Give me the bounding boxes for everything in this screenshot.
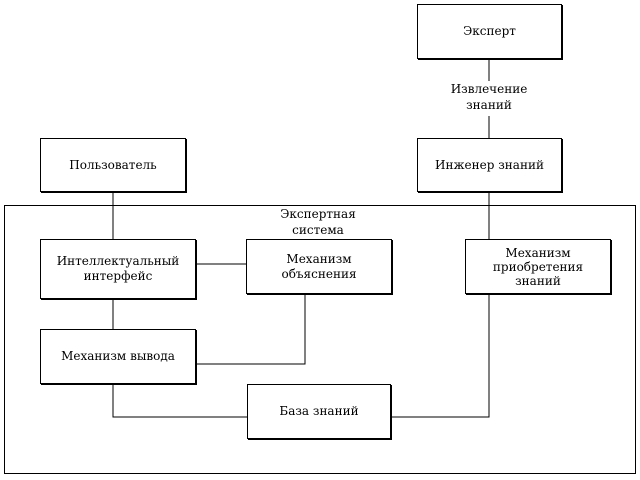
user-label: Пользователь [69, 157, 157, 172]
acquisition-mechanism-label: Механизм приобретения знаний [492, 245, 584, 288]
user-box: Пользователь [40, 138, 186, 192]
intelligent-interface-label: Интеллектуальный интерфейс [56, 254, 180, 283]
inference-mechanism-box: Механизм вывода [40, 329, 196, 384]
explanation-mechanism-box: Механизм объяснения [246, 239, 392, 294]
explanation-mechanism-label: Механизм объяснения [281, 251, 357, 281]
acquisition-mechanism-box: Механизм приобретения знаний [465, 239, 611, 294]
expert-system-boundary [4, 205, 636, 474]
expert-box: Эксперт [417, 4, 562, 59]
expert-label: Эксперт [463, 24, 516, 38]
line-inference-explanation [196, 294, 306, 365]
knowledge-engineer-box: Инженер знаний [417, 138, 562, 192]
intelligent-interface-box: Интеллектуальный интерфейс [40, 239, 196, 299]
knowledge-base-box: База знаний [247, 384, 391, 439]
expert-system-title: Экспертная система [280, 207, 356, 237]
knowledge-extraction-label: Извлечение знаний [440, 81, 538, 113]
knowledge-base-label: База знаний [279, 404, 359, 418]
knowledge-engineer-label: Инженер знаний [435, 157, 544, 172]
line-inference-knowledge-base [112, 384, 247, 418]
inference-mechanism-label: Механизм вывода [61, 349, 175, 363]
line-acquisition-knowledge-base [391, 294, 490, 418]
